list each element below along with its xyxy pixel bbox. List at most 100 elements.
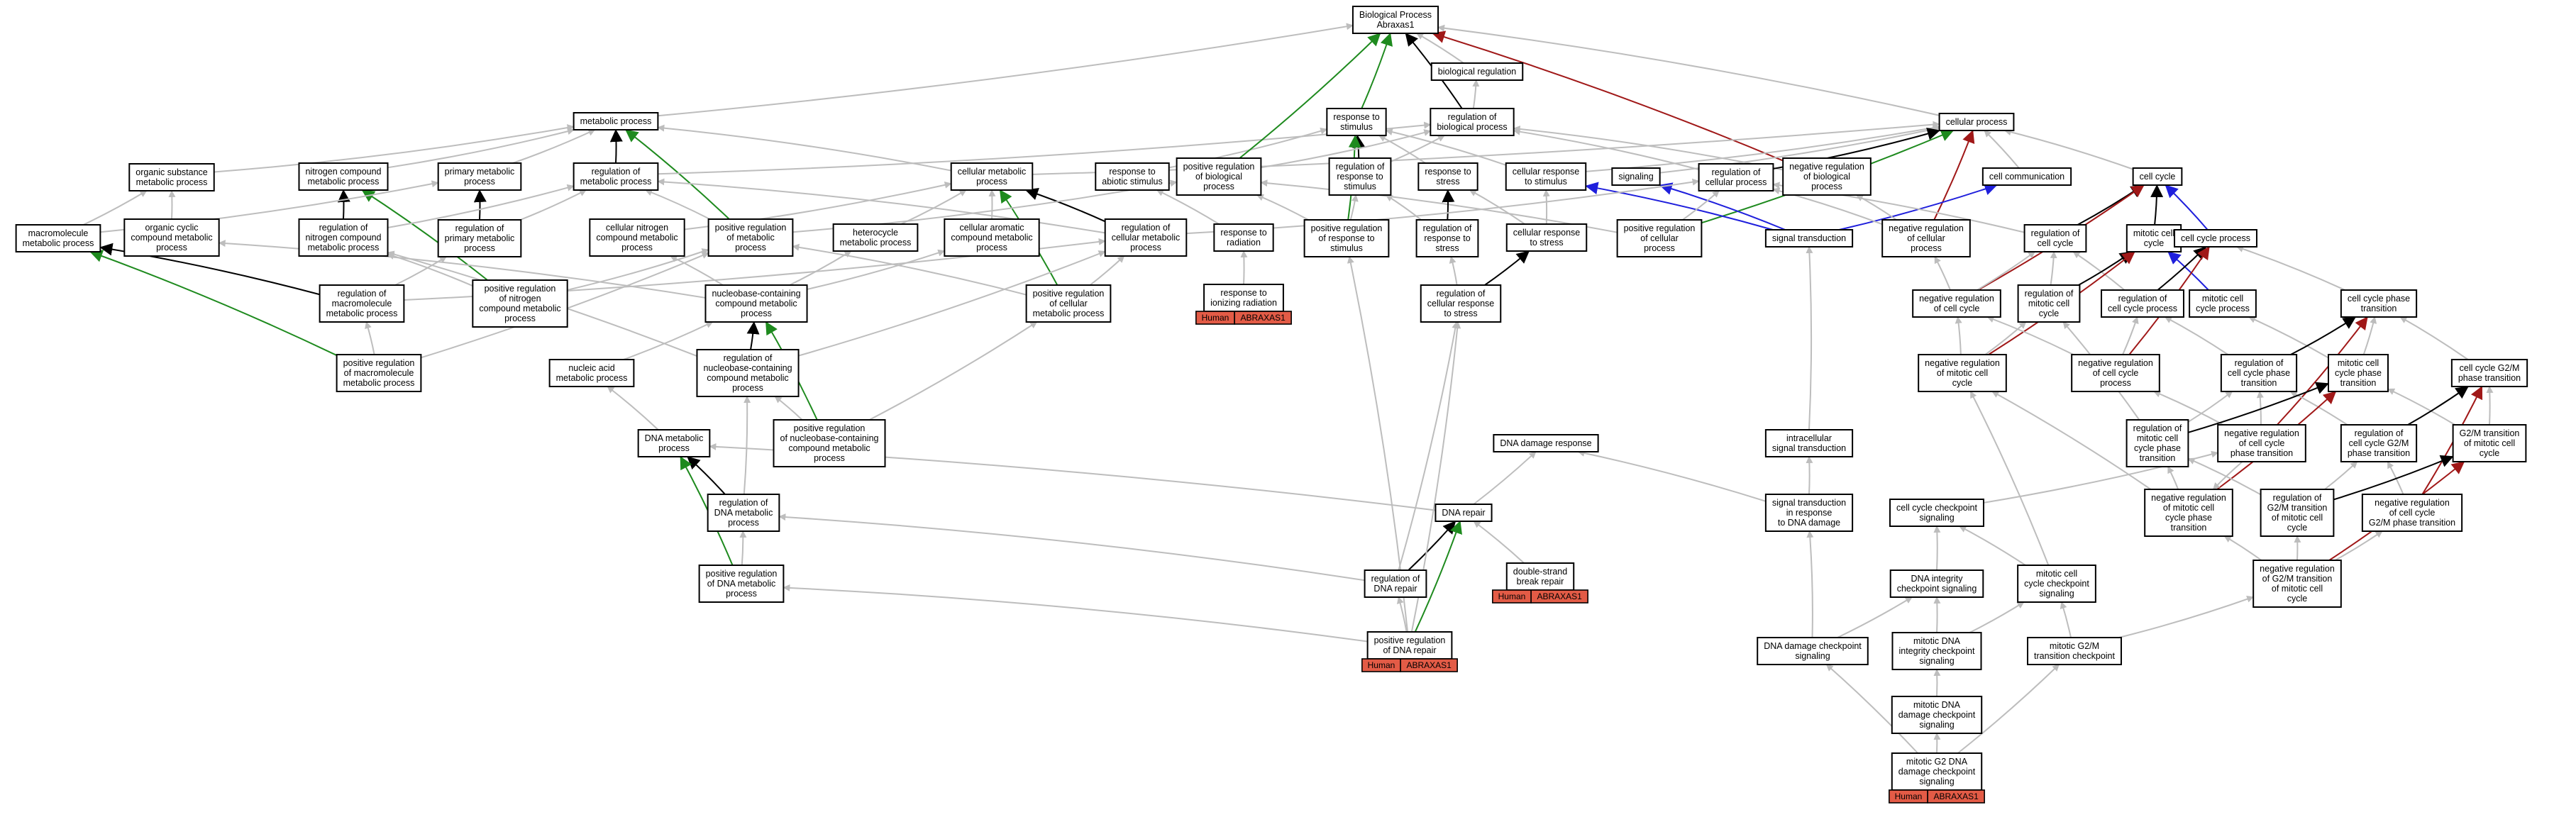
- go-term-node[interactable]: metabolic process: [573, 112, 659, 130]
- relation-edge: [2407, 386, 2469, 426]
- go-term-label: of response to: [1318, 233, 1374, 243]
- go-term-node[interactable]: signal transduction: [1764, 229, 1854, 248]
- go-term-node[interactable]: biological regulation: [1430, 62, 1524, 81]
- go-term-label: cellular metabolic: [958, 167, 1027, 177]
- go-term-label: primary metabolic: [445, 167, 515, 177]
- go-term-label: cycle: [2287, 594, 2308, 604]
- go-term-node[interactable]: signaling: [1611, 167, 1661, 186]
- go-term-node[interactable]: DNA repair: [1435, 504, 1493, 522]
- go-term-label: G2/M transition: [2267, 503, 2328, 513]
- go-term-node[interactable]: regulation ofnucleobase-containingcompou…: [696, 349, 800, 397]
- relation-edge-group: [2387, 461, 2404, 495]
- go-term-node[interactable]: cell cycle process: [2174, 229, 2257, 248]
- relation-edge: [783, 584, 1368, 643]
- go-term-node[interactable]: cell communication: [1981, 167, 2072, 186]
- relation-edge: [2050, 251, 2057, 286]
- go-term-node[interactable]: DNA damage response: [1493, 434, 1599, 452]
- go-term-label: of cell cycle: [2239, 438, 2285, 448]
- go-term-node[interactable]: cellular process: [1938, 113, 2015, 131]
- relation-edge: [743, 396, 751, 495]
- go-term-box: [1435, 504, 1493, 522]
- go-term-label: compound metabolic: [131, 233, 212, 243]
- go-term-node[interactable]: cell cycle: [2132, 167, 2183, 186]
